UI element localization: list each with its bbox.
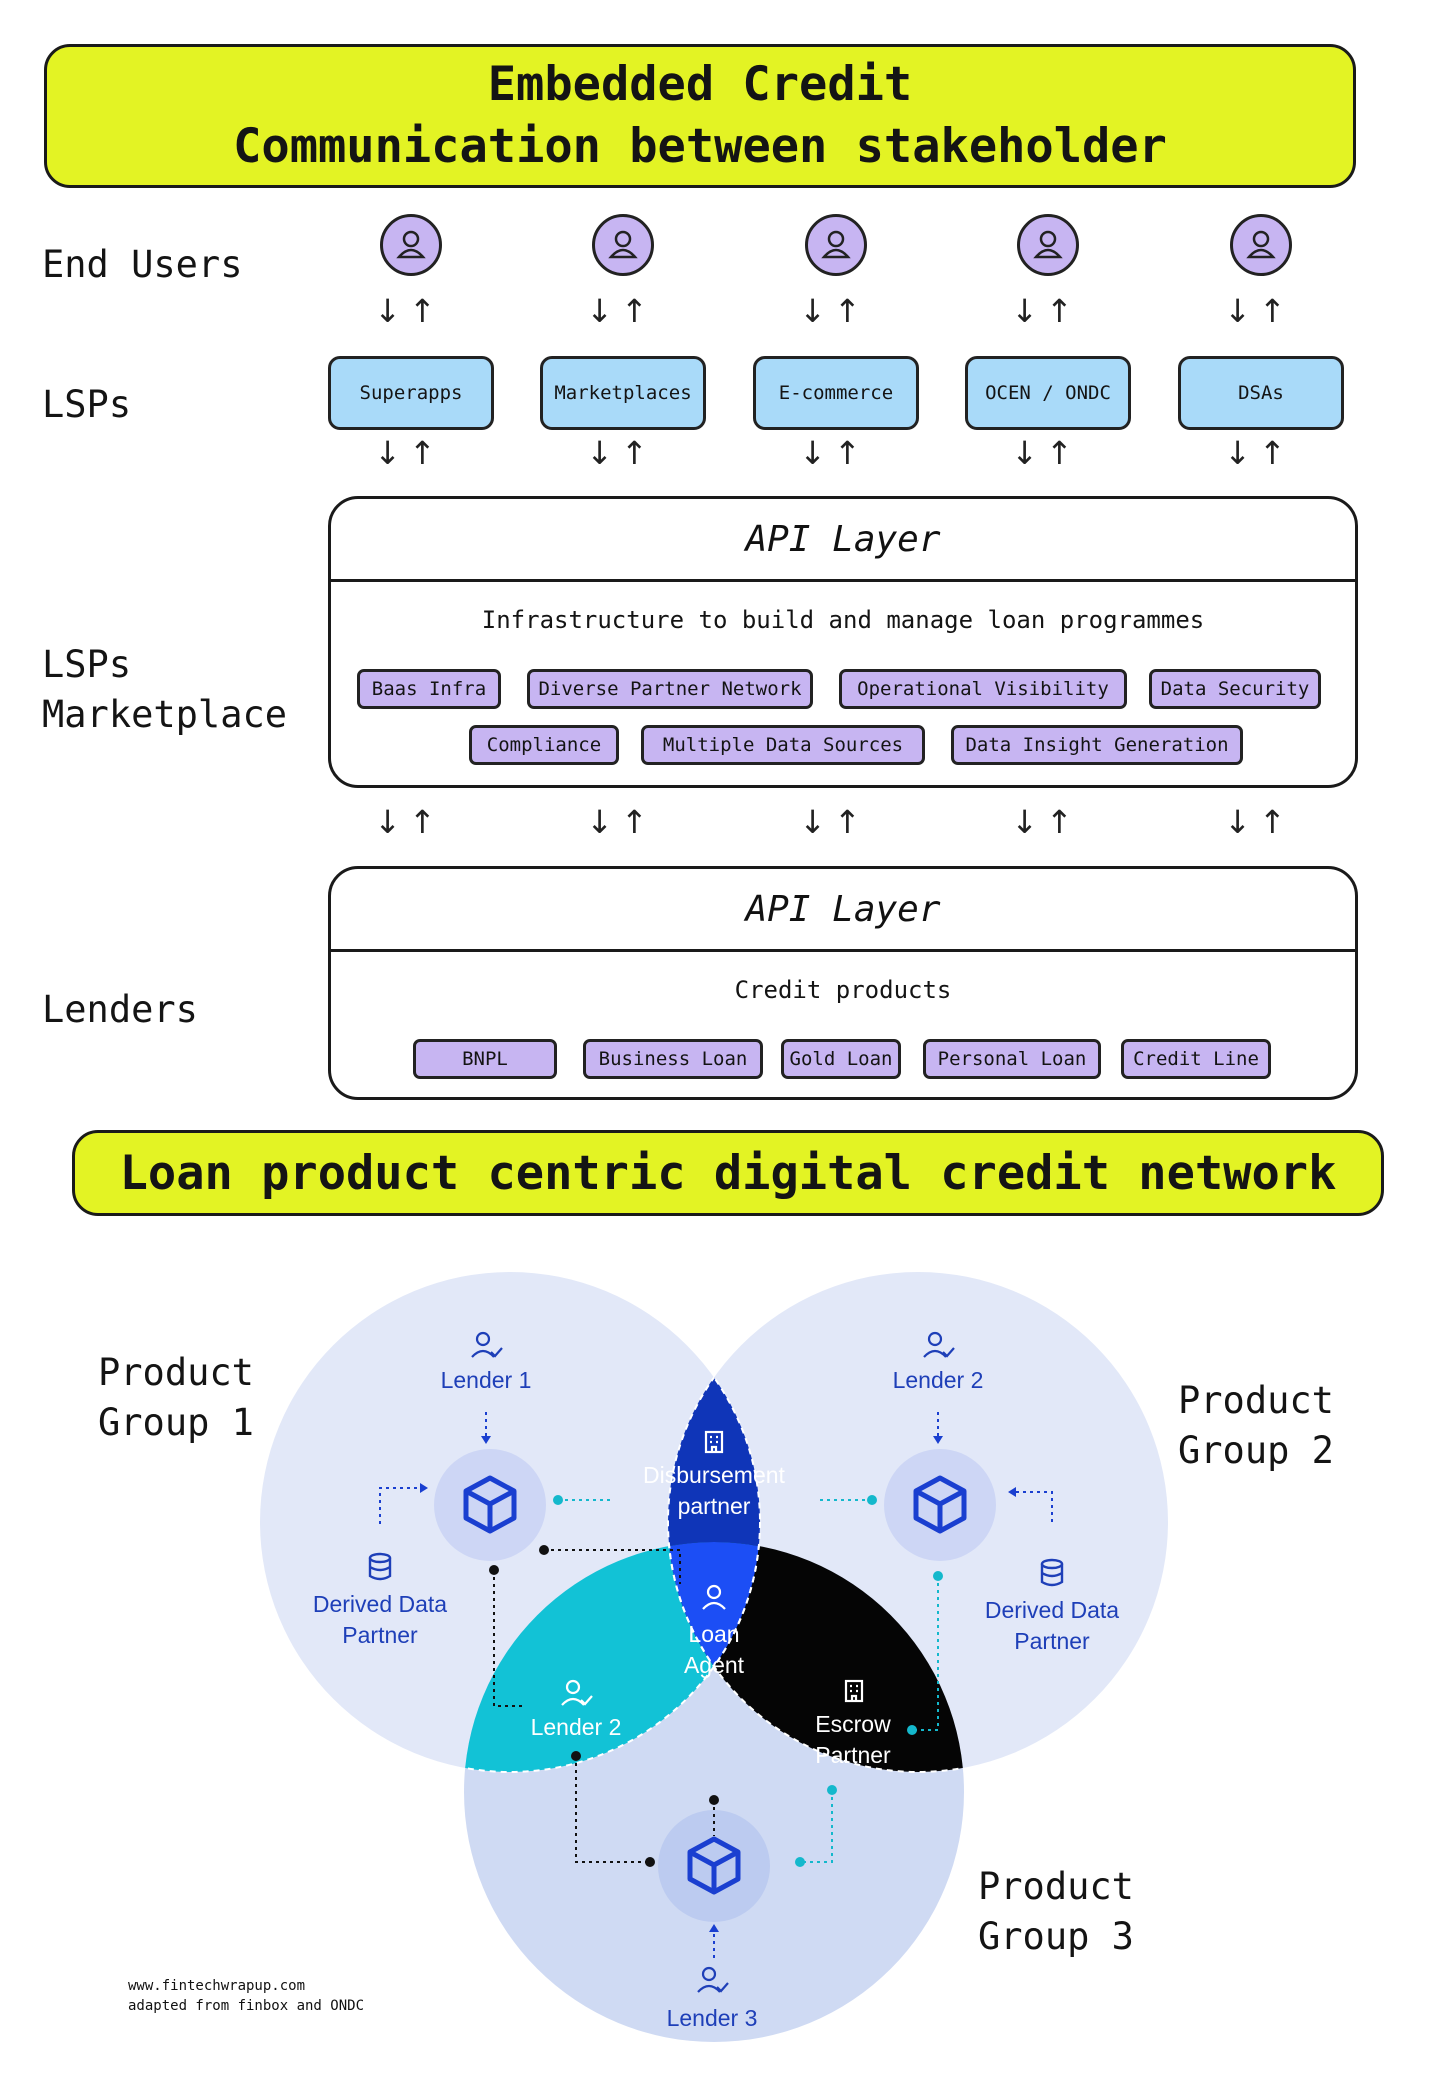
product-group-1-line-1: Product: [98, 1351, 254, 1394]
chip-compliance: Compliance: [469, 725, 619, 765]
cube-icon: [913, 1475, 967, 1534]
row-label-lsps: LSPs: [42, 383, 132, 426]
bidirectional-arrow-icon: ↓↑: [799, 803, 869, 841]
footer-line-1: www.fintechwrapup.com: [128, 1978, 306, 1994]
row-label-end-users: End Users: [42, 243, 243, 286]
chip-data-security: Data Security: [1149, 669, 1321, 709]
lender-2-top-label: Lender 2: [893, 1367, 984, 1393]
footer-line-2: adapted from finbox and ONDC: [128, 1998, 365, 2014]
lender-1-label: Lender 1: [441, 1367, 532, 1393]
user-avatar-icon: [592, 214, 654, 276]
product-group-2-line-1: Product: [1178, 1379, 1334, 1422]
user-check-icon: [697, 1966, 729, 1993]
derived-data-1-line-2: Partner: [342, 1622, 418, 1648]
bidirectional-arrow-icon: ↓↑: [1011, 434, 1081, 472]
product-group-3-line-1: Product: [978, 1865, 1134, 1908]
product-group-1-line-2: Group 1: [98, 1401, 254, 1444]
chip-multiple-data-sources: Multiple Data Sources: [641, 725, 925, 765]
bidirectional-arrow-icon: ↓↑: [374, 292, 444, 330]
lsp-e-commerce: E-commerce: [753, 356, 919, 430]
bidirectional-arrow-icon: ↓↑: [374, 434, 444, 472]
bidirectional-arrow-icon: ↓↑: [586, 803, 656, 841]
product-group-1-label: Product Group 1: [98, 1348, 254, 1448]
cube-icon: [463, 1475, 517, 1534]
bidirectional-arrow-icon: ↓↑: [1224, 292, 1294, 330]
bidirectional-arrow-icon: ↓↑: [586, 292, 656, 330]
lenders-subtitle: Credit products: [734, 976, 952, 1004]
chip-diverse-partner-network: Diverse Partner Network: [527, 669, 813, 709]
user-avatar-icon: [1230, 214, 1292, 276]
lenders-api-header: API Layer: [331, 869, 1355, 952]
title-banner: Embedded Credit Communication between st…: [44, 44, 1356, 188]
chip-credit-line: Credit Line: [1121, 1039, 1271, 1079]
derived-data-2-line-1: Derived Data: [985, 1597, 1119, 1623]
chip-baas-infra: Baas Infra: [357, 669, 501, 709]
user-check-icon: [561, 1679, 593, 1706]
product-group-3-line-2: Group 3: [978, 1915, 1134, 1958]
lender-2-zone: [464, 1542, 760, 1772]
row-label-lsps-marketplace-1: LSPs: [42, 643, 132, 686]
bidirectional-arrow-icon: ↓↑: [1011, 803, 1081, 841]
lenders-api-panel: API Layer Credit products BNPL Business …: [328, 866, 1358, 1100]
loan-agent-line-1: Loan: [688, 1621, 739, 1647]
bidirectional-arrow-icon: ↓↑: [1224, 803, 1294, 841]
marketplace-api-header: API Layer: [331, 499, 1355, 582]
chip-operational-visibility: Operational Visibility: [839, 669, 1127, 709]
chip-gold-loan: Gold Loan: [781, 1039, 901, 1079]
building-icon: [844, 1679, 864, 1703]
chip-business-loan: Business Loan: [583, 1039, 763, 1079]
chip-bnpl: BNPL: [413, 1039, 557, 1079]
marketplace-subtitle: Infrastructure to build and manage loan …: [481, 606, 1205, 634]
network-title-banner: Loan product centric digital credit netw…: [72, 1130, 1384, 1216]
marketplace-api-panel: API Layer Infrastructure to build and ma…: [328, 496, 1358, 788]
bidirectional-arrow-icon: ↓↑: [1011, 292, 1081, 330]
building-icon: [704, 1430, 724, 1454]
product-group-2-label: Product Group 2: [1178, 1376, 1334, 1476]
bidirectional-arrow-icon: ↓↑: [586, 434, 656, 472]
lsp-ocen-ondc: OCEN / ONDC: [965, 356, 1131, 430]
cube-icon: [687, 1836, 741, 1895]
lender-3-label: Lender 3: [667, 2005, 758, 2031]
bidirectional-arrow-icon: ↓↑: [799, 292, 869, 330]
disbursement-line-2: partner: [678, 1493, 751, 1519]
bidirectional-arrow-icon: ↓↑: [374, 803, 444, 841]
user-check-icon: [923, 1331, 955, 1358]
database-icon: [1040, 1558, 1064, 1587]
disbursement-line-1: Disbursement: [643, 1462, 785, 1488]
database-icon: [368, 1552, 392, 1581]
lsp-marketplaces: Marketplaces: [540, 356, 706, 430]
chip-data-insight-generation: Data Insight Generation: [951, 725, 1243, 765]
title-line-1: Embedded Credit: [487, 57, 913, 112]
loan-agent-line-2: Agent: [684, 1652, 745, 1678]
lender-2-mid-label: Lender 2: [531, 1714, 622, 1740]
escrow-line-1: Escrow: [815, 1711, 891, 1737]
lsp-dsas: DSAs: [1178, 356, 1344, 430]
product-group-3-label: Product Group 3: [978, 1862, 1134, 1962]
product-group-2-line-2: Group 2: [1178, 1429, 1334, 1472]
escrow-zone: [668, 1542, 964, 1772]
bidirectional-arrow-icon: ↓↑: [1224, 434, 1294, 472]
row-label-lsps-marketplace-2: Marketplace: [42, 693, 288, 736]
user-icon: [702, 1584, 726, 1610]
footer-credit: www.fintechwrapup.com adapted from finbo…: [128, 1976, 364, 2016]
escrow-line-2: Partner: [815, 1742, 891, 1768]
derived-data-2-line-2: Partner: [1014, 1628, 1090, 1654]
bidirectional-arrow-icon: ↓↑: [799, 434, 869, 472]
row-label-lenders: Lenders: [42, 988, 198, 1031]
row-label-lsps-marketplace: LSPs Marketplace: [42, 640, 287, 740]
title-line-2: Communication between stakeholder: [233, 119, 1167, 174]
user-avatar-icon: [380, 214, 442, 276]
user-avatar-icon: [1017, 214, 1079, 276]
chip-personal-loan: Personal Loan: [923, 1039, 1101, 1079]
derived-data-1-line-1: Derived Data: [313, 1591, 447, 1617]
user-avatar-icon: [805, 214, 867, 276]
lsp-superapps: Superapps: [328, 356, 494, 430]
user-check-icon: [471, 1331, 503, 1358]
